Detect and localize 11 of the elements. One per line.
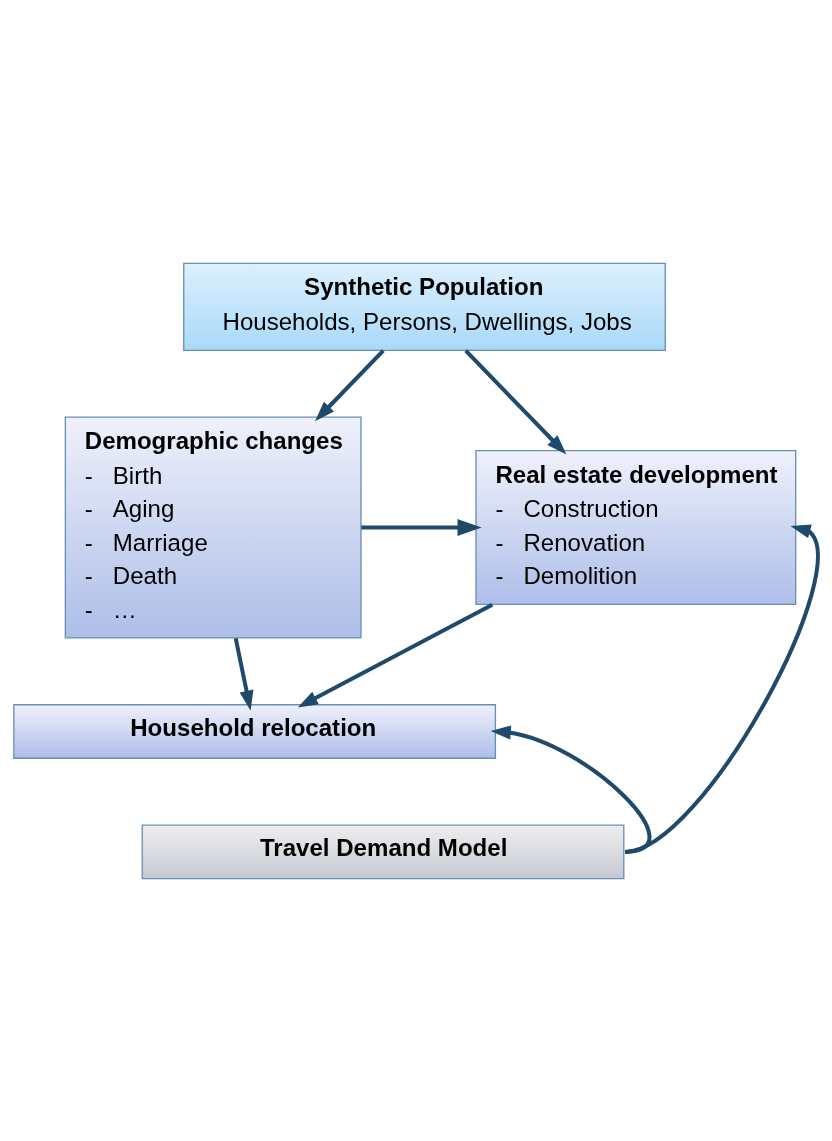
node-box: Real estate development - Construction - Renovation - Demolition <box>475 449 797 605</box>
node-box: Synthetic Population Households, Persons, Dwellings, Jobs <box>183 262 666 351</box>
arrow <box>361 518 482 536</box>
arrow <box>233 637 254 711</box>
arrow <box>315 348 385 421</box>
node-box: Household relocation <box>13 703 497 759</box>
node-box: Demographic changes - Birth - Aging - Marriage - Death - … <box>64 416 362 639</box>
node-box: Travel Demand Model <box>141 824 625 879</box>
arrow <box>490 725 652 854</box>
arrow <box>464 348 567 455</box>
arrow <box>297 602 494 707</box>
